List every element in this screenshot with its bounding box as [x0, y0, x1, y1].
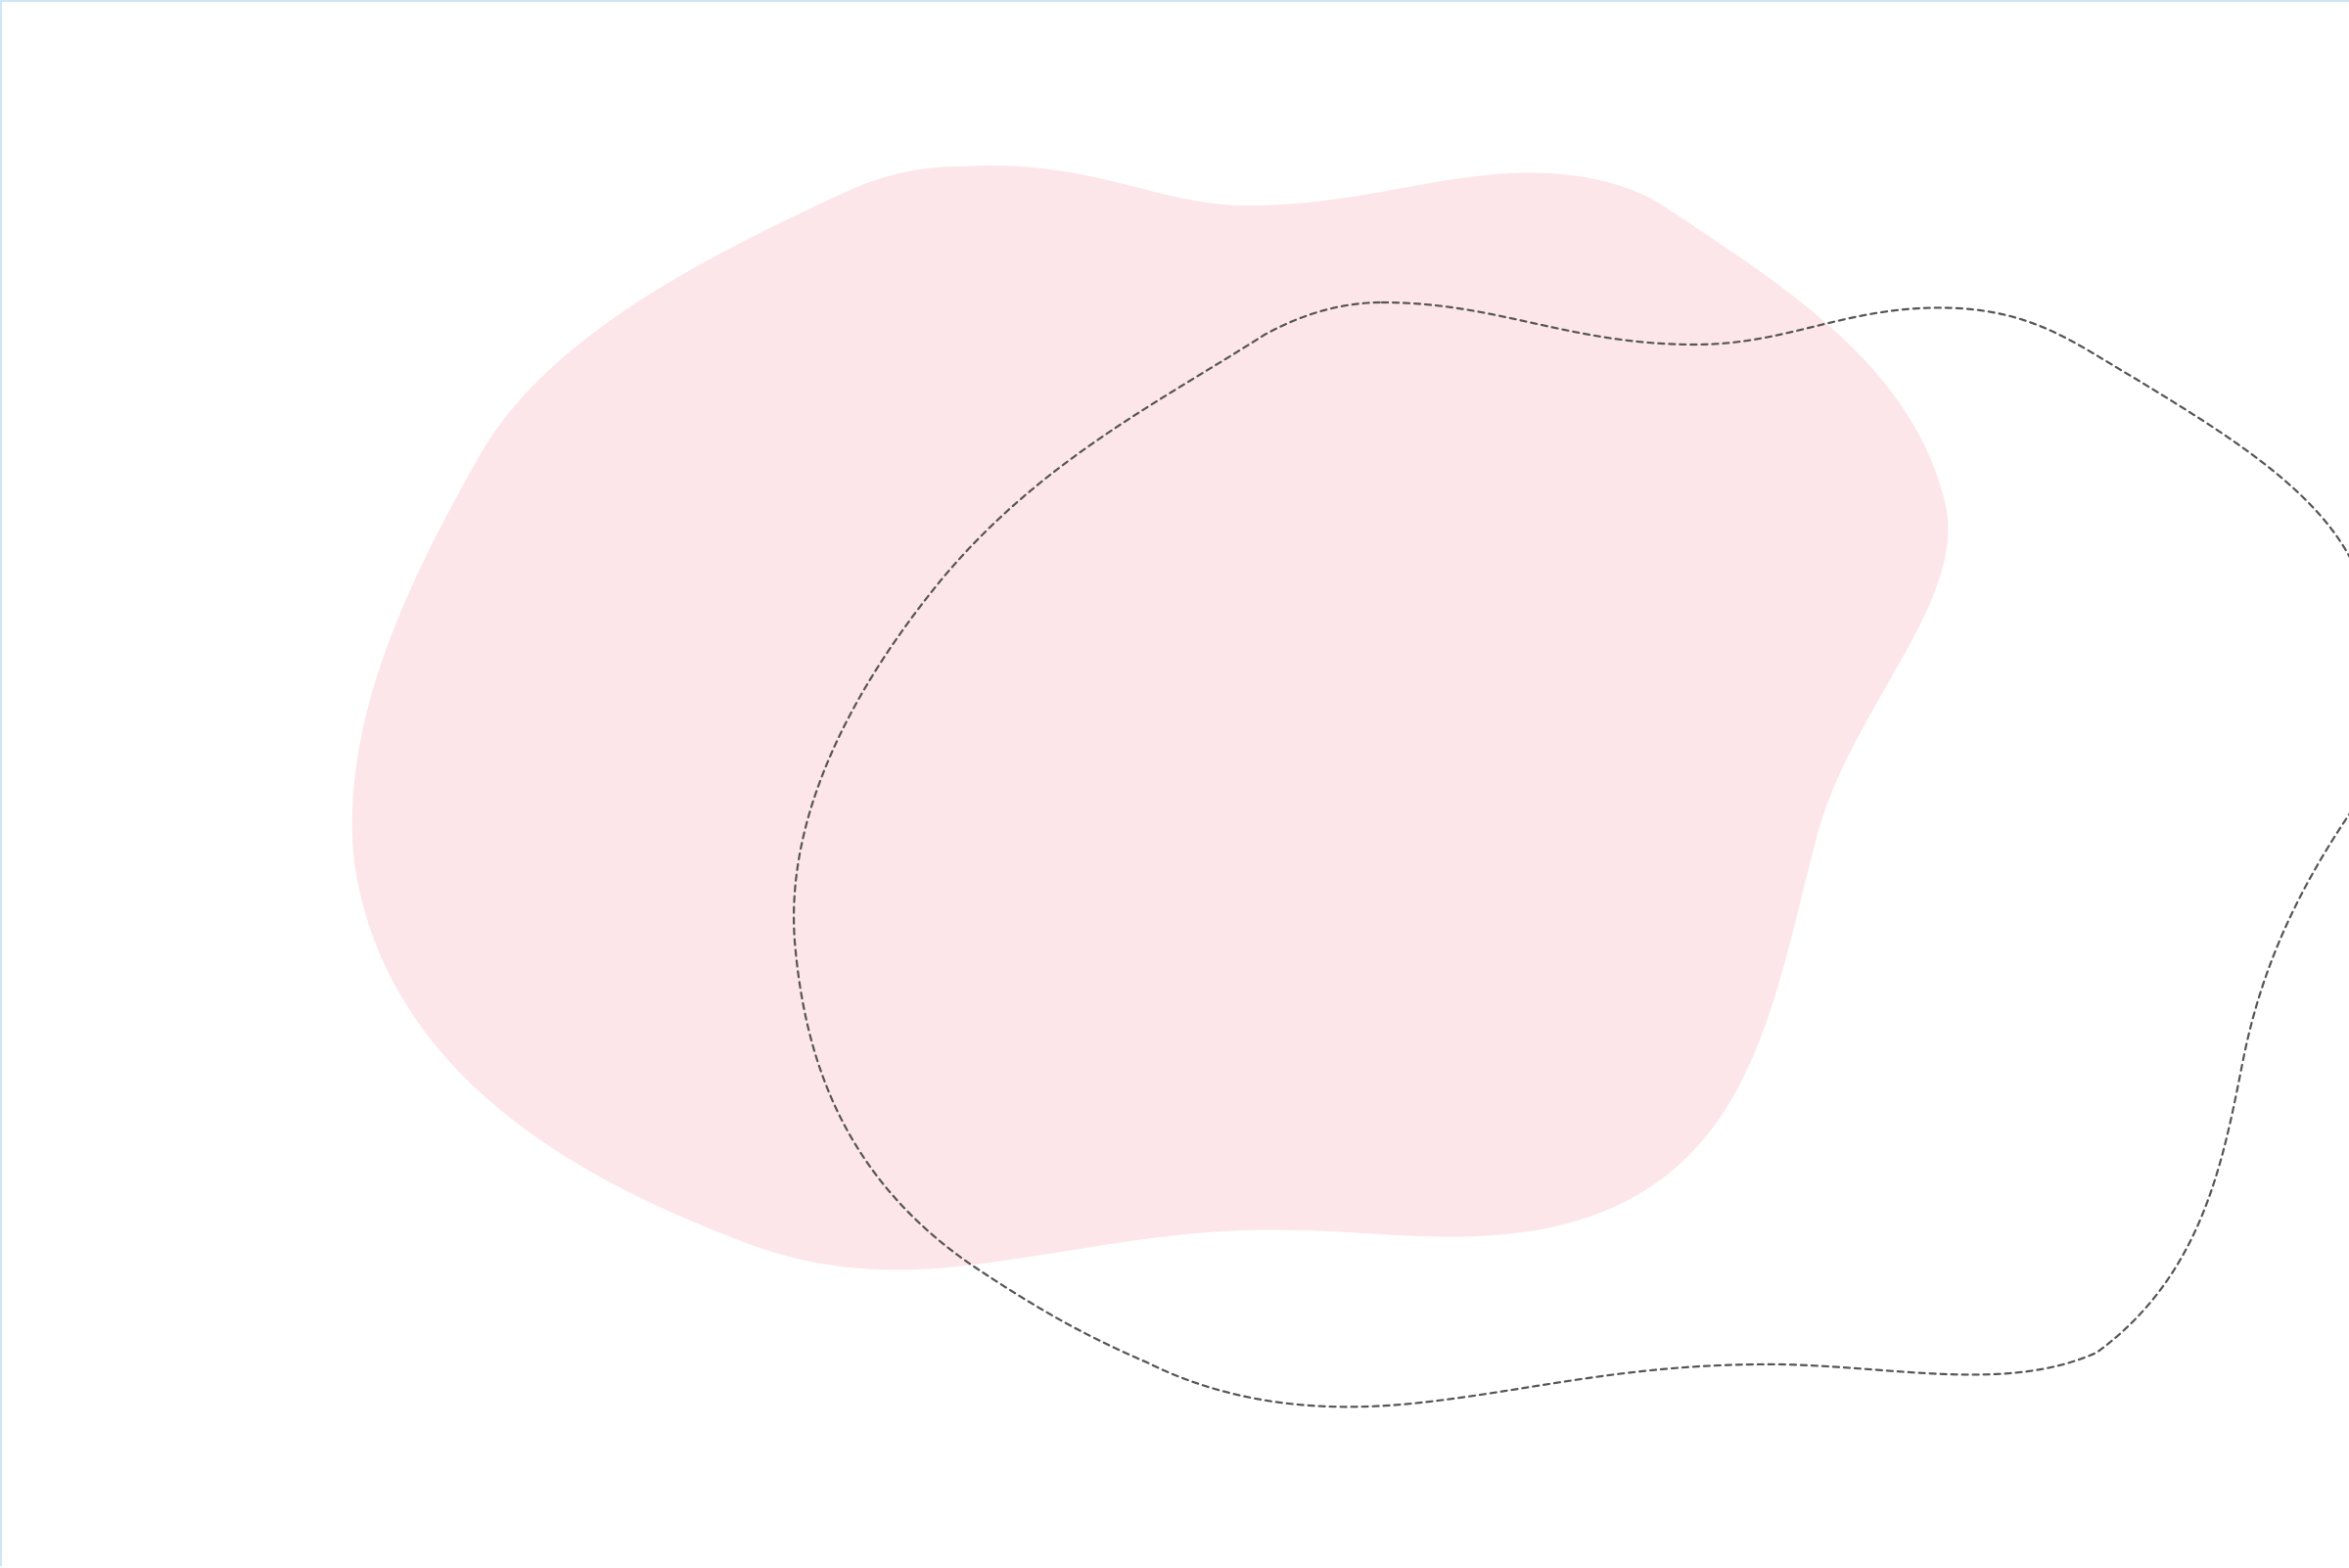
pink-blob-shape[interactable] — [351, 165, 1949, 1270]
dashed-outline-shape[interactable] — [793, 300, 2349, 1408]
